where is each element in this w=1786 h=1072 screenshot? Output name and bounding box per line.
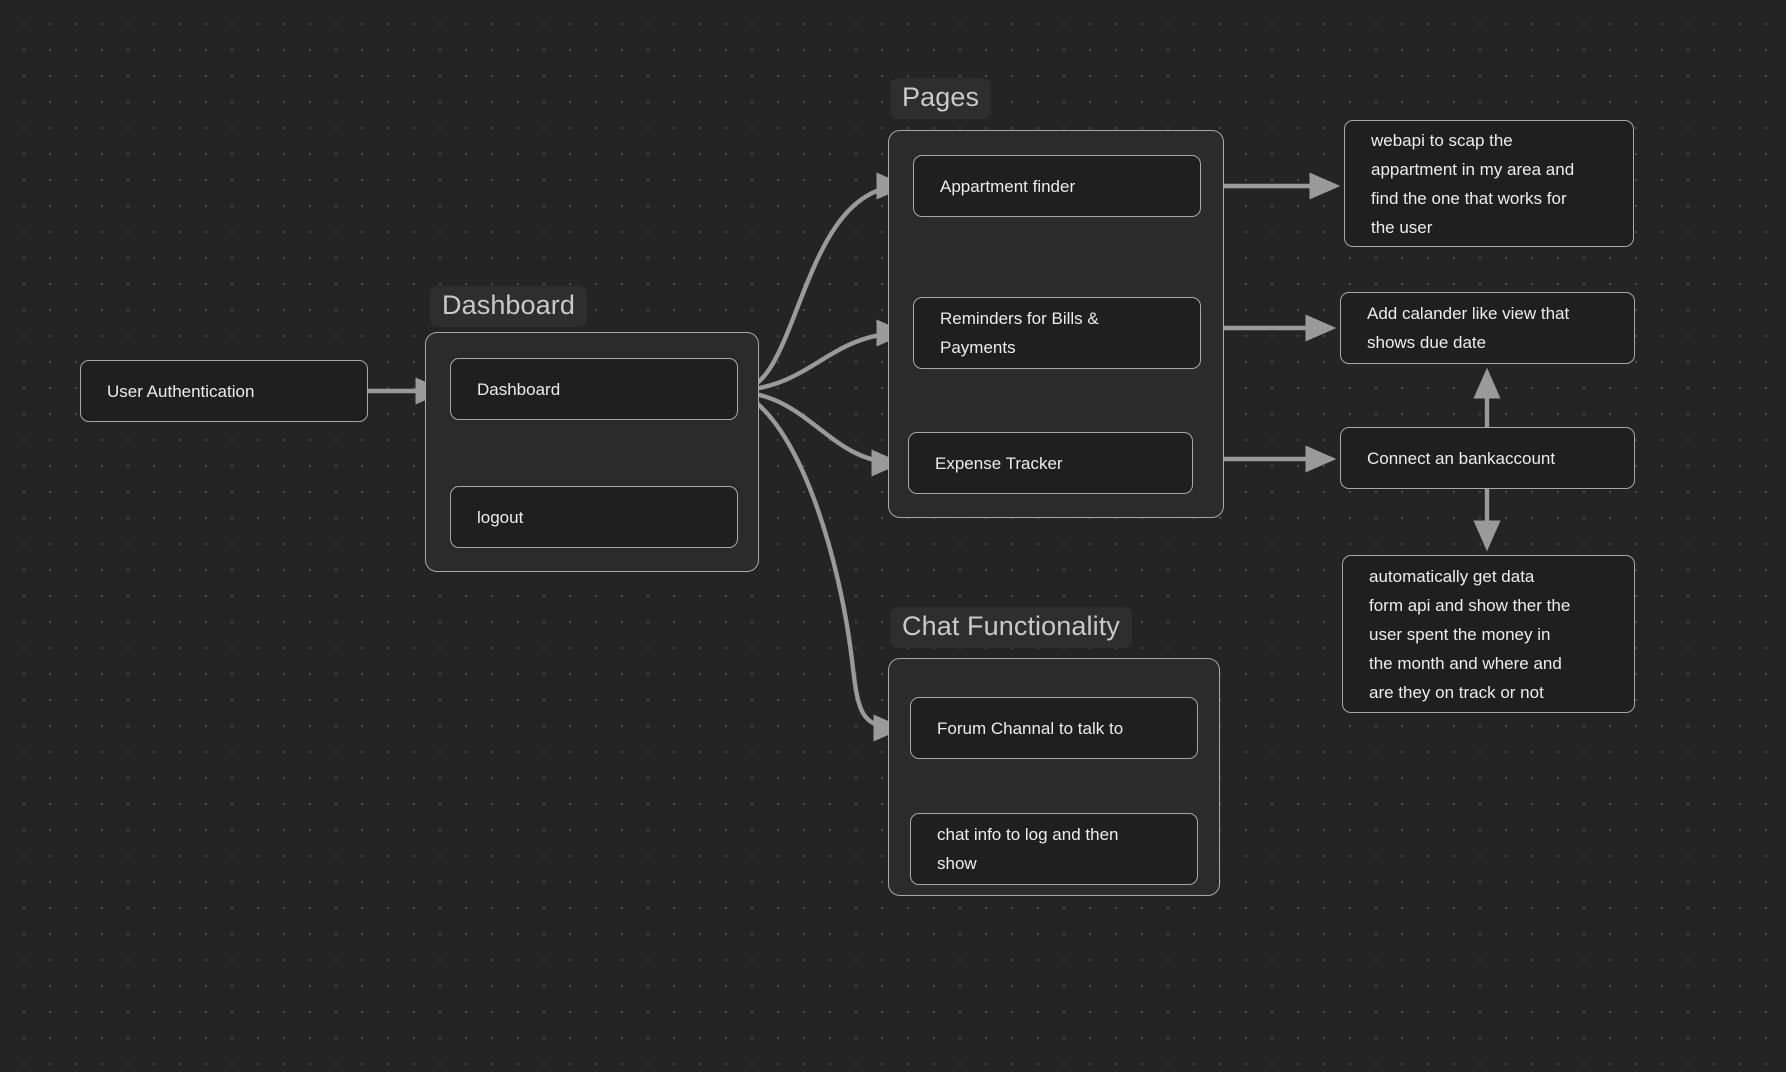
node-label: webapi to scap the appartment in my area…: [1371, 130, 1575, 237]
edge-dashboard-to-reminders: [739, 319, 908, 393]
edge-dashboard-to-expense: [739, 389, 903, 477]
node-label: User Authentication: [107, 381, 255, 401]
node-label: Appartment finder: [940, 176, 1076, 196]
node-label: Connect an bankaccount: [1367, 448, 1556, 468]
node-label: Reminders for Bills & Payments: [940, 309, 1099, 357]
node-logout[interactable]: logout: [450, 486, 738, 548]
node-expense-tracker[interactable]: Expense Tracker: [908, 432, 1193, 494]
edge-dashboard-to-appartment: [739, 172, 908, 393]
node-forum-channel[interactable]: Forum Channal to talk to: [910, 697, 1198, 759]
node-dashboard[interactable]: Dashboard: [450, 358, 738, 420]
node-calendar-view-note[interactable]: Add calander like view that shows due da…: [1340, 292, 1635, 364]
group-label-dashboard[interactable]: Dashboard: [430, 286, 587, 328]
node-label: Dashboard: [477, 379, 561, 399]
node-label: Forum Channal to talk to: [937, 718, 1124, 738]
node-label: Expense Tracker: [935, 453, 1063, 473]
group-label-pages[interactable]: Pages: [890, 78, 992, 120]
edge-dashboard-to-forum: [739, 390, 905, 742]
node-auto-data-note[interactable]: automatically get data form api and show…: [1342, 555, 1635, 713]
node-label: logout: [477, 507, 524, 527]
group-label-chat-functionality[interactable]: Chat Functionality: [890, 607, 1132, 649]
node-user-authentication[interactable]: User Authentication: [80, 360, 368, 422]
node-reminders-for-bills-and-payments[interactable]: Reminders for Bills & Payments: [913, 297, 1201, 369]
node-webapi-scrape-note[interactable]: webapi to scap the appartment in my area…: [1344, 120, 1634, 247]
node-label: Add calander like view that shows due da…: [1367, 304, 1570, 352]
node-appartment-finder[interactable]: Appartment finder: [913, 155, 1201, 217]
node-connect-bankaccount[interactable]: Connect an bankaccount: [1340, 427, 1635, 489]
node-label: automatically get data form api and show…: [1369, 566, 1571, 702]
node-chat-info-log[interactable]: chat info to log and then show: [910, 813, 1198, 885]
node-label: chat info to log and then show: [937, 825, 1119, 873]
